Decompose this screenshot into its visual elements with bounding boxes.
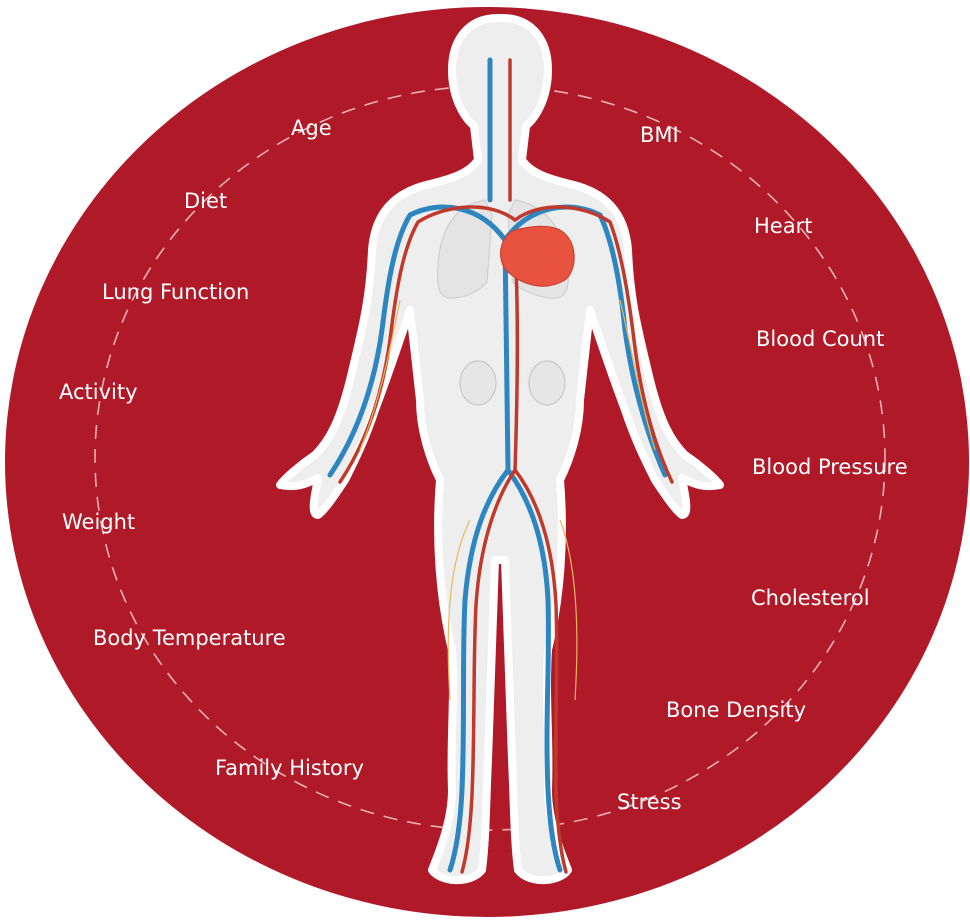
factor-label-heart: Heart bbox=[754, 214, 812, 238]
factor-label-age: Age bbox=[291, 116, 332, 140]
factor-label-activity: Activity bbox=[59, 380, 138, 404]
right-kidney bbox=[529, 361, 565, 405]
factor-label-stress: Stress bbox=[617, 790, 682, 814]
left-kidney bbox=[460, 361, 496, 405]
factor-label-blood-pressure: Blood Pressure bbox=[752, 455, 908, 479]
factor-label-family-history: Family History bbox=[215, 756, 364, 780]
factor-label-weight: Weight bbox=[62, 510, 135, 534]
factor-label-cholesterol: Cholesterol bbox=[751, 586, 870, 610]
factor-label-bmi: BMI bbox=[640, 123, 679, 147]
factor-label-body-temperature: Body Temperature bbox=[93, 626, 286, 650]
factor-label-diet: Diet bbox=[184, 189, 227, 213]
factor-label-blood-count: Blood Count bbox=[756, 327, 884, 351]
factor-label-bone-density: Bone Density bbox=[666, 698, 806, 722]
factor-label-lung-function: Lung Function bbox=[102, 280, 249, 304]
